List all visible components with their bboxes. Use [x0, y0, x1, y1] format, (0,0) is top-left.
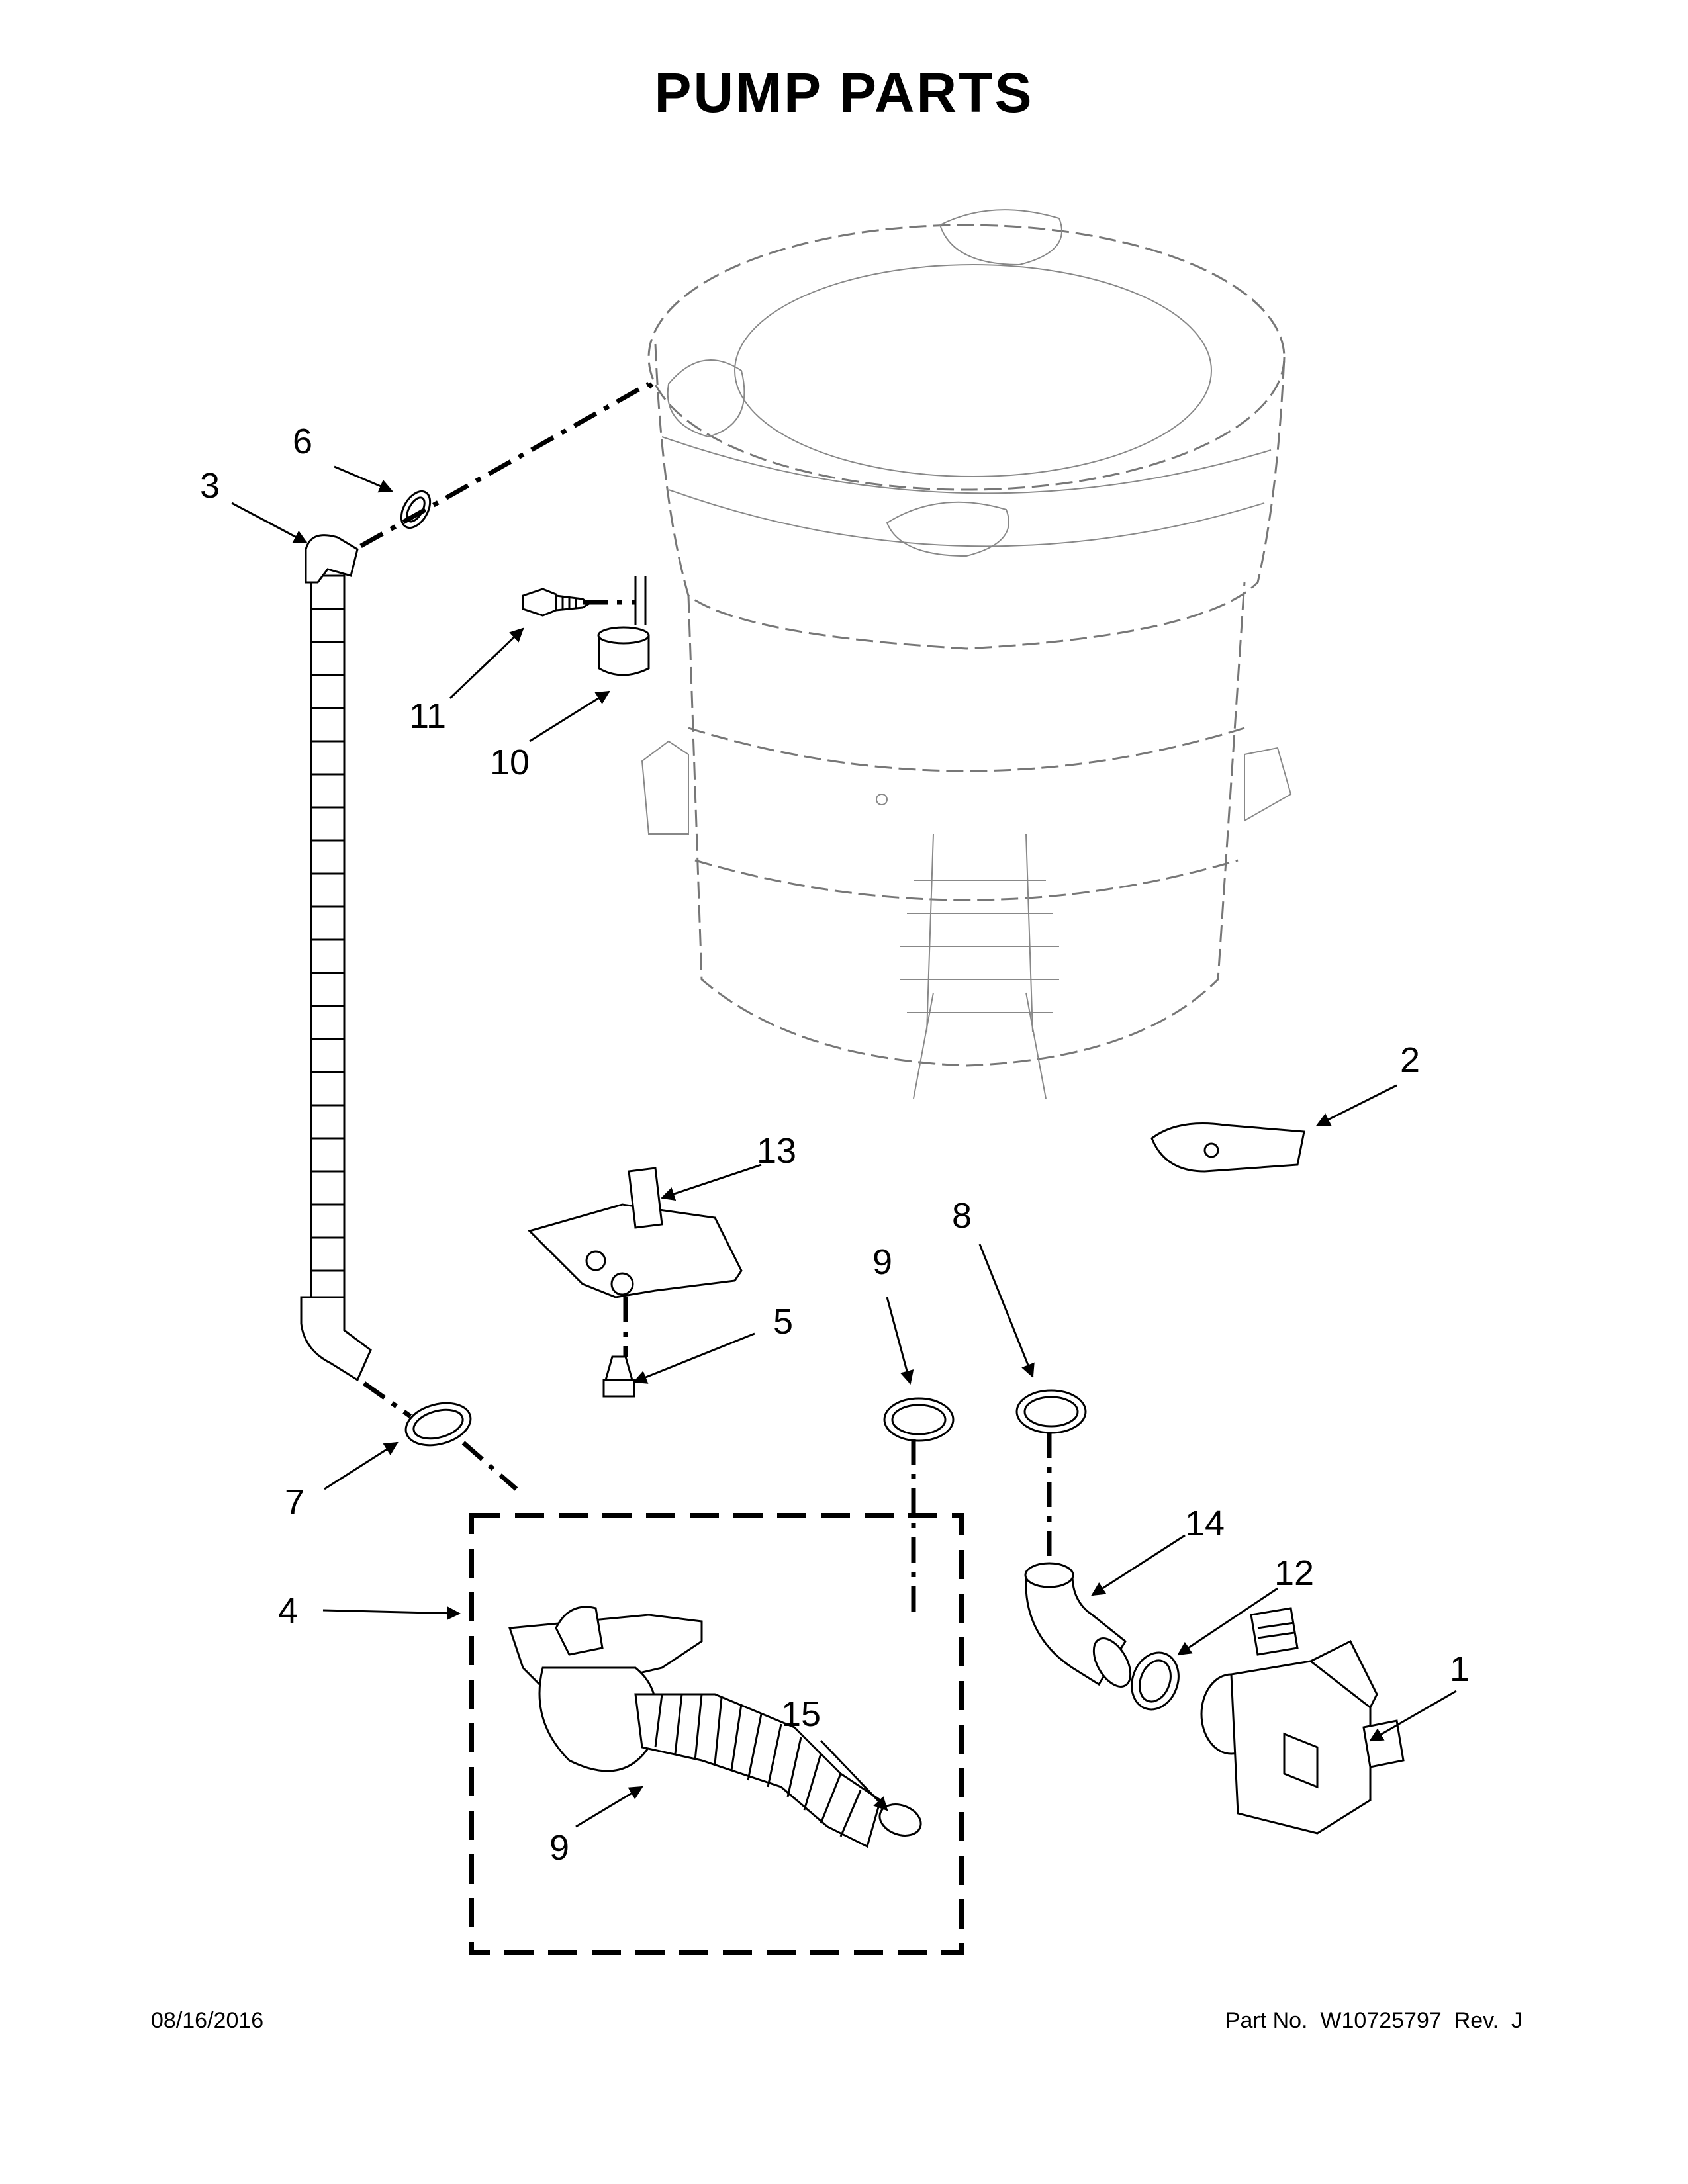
- leader-4: [322, 1606, 461, 1621]
- callout-6: 6: [293, 422, 312, 461]
- hose-clamp-9: [883, 1397, 955, 1442]
- callout-13: 13: [757, 1131, 796, 1171]
- part-number-label: Part No.: [1225, 2008, 1308, 2033]
- footer-part-info: Part No. W10725797 Rev. J: [1225, 2008, 1523, 2034]
- page-title: PUMP PARTS: [654, 62, 1034, 124]
- leader-3: [231, 502, 308, 544]
- connector-lines: [359, 381, 1052, 1615]
- callout-15: 15: [781, 1694, 821, 1734]
- callout-2: 2: [1400, 1040, 1420, 1080]
- leader-9-bottom: [575, 1786, 643, 1828]
- callout-14: 14: [1185, 1504, 1225, 1543]
- revision: J: [1511, 2008, 1523, 2033]
- callout-4: 4: [278, 1591, 298, 1631]
- pump-and-hose-assembly: [508, 1606, 922, 1848]
- callout-10: 10: [490, 743, 530, 782]
- kit-box: [469, 1513, 964, 1955]
- callouts: 1 2 3 4 5 6 7 8 9 10 11 12 13 14 15 9: [200, 422, 1470, 1868]
- washer-tub: [641, 209, 1292, 1099]
- seal-ring-12: [1131, 1651, 1180, 1711]
- screw-5: [602, 1355, 635, 1398]
- callout-11: 11: [409, 696, 446, 736]
- hose-clamp-6: [400, 490, 432, 529]
- drain-hose: [300, 534, 372, 1382]
- callout-9-bottom: 9: [549, 1828, 569, 1868]
- revision-label: Rev.: [1454, 2008, 1499, 2033]
- footer-date: 08/16/2016: [151, 2008, 264, 2033]
- hose-clamp-7: [404, 1402, 472, 1447]
- strap-and-screw: [522, 576, 650, 676]
- leader-11: [449, 627, 524, 700]
- leader-10: [529, 690, 610, 743]
- leader-12: [1177, 1587, 1278, 1656]
- leader-8: [978, 1244, 1035, 1378]
- drain-pump-1: [1200, 1607, 1405, 1835]
- leader-7: [324, 1441, 399, 1490]
- hose-clamp-8: [1015, 1389, 1087, 1434]
- drain-elbow-14: [1024, 1562, 1132, 1688]
- leader-9-top: [886, 1297, 914, 1385]
- leader-15: [820, 1739, 888, 1811]
- callout-8: 8: [952, 1196, 972, 1236]
- leader-1: [1369, 1690, 1457, 1742]
- pump-bracket-2: [1150, 1122, 1305, 1173]
- callout-12: 12: [1274, 1553, 1314, 1593]
- leader-13: [661, 1163, 762, 1201]
- callout-5: 5: [773, 1302, 793, 1342]
- callout-9: 9: [872, 1242, 892, 1282]
- leader-6: [334, 465, 393, 493]
- callout-7: 7: [285, 1482, 305, 1522]
- callout-1: 1: [1450, 1649, 1470, 1689]
- leader-14: [1091, 1534, 1186, 1596]
- leader-5: [633, 1332, 755, 1384]
- shield-13: [528, 1167, 743, 1298]
- callout-3: 3: [200, 466, 220, 506]
- leader-2: [1316, 1084, 1397, 1126]
- leader-arrows: [231, 465, 1457, 1828]
- part-number: W10725797: [1320, 2008, 1442, 2033]
